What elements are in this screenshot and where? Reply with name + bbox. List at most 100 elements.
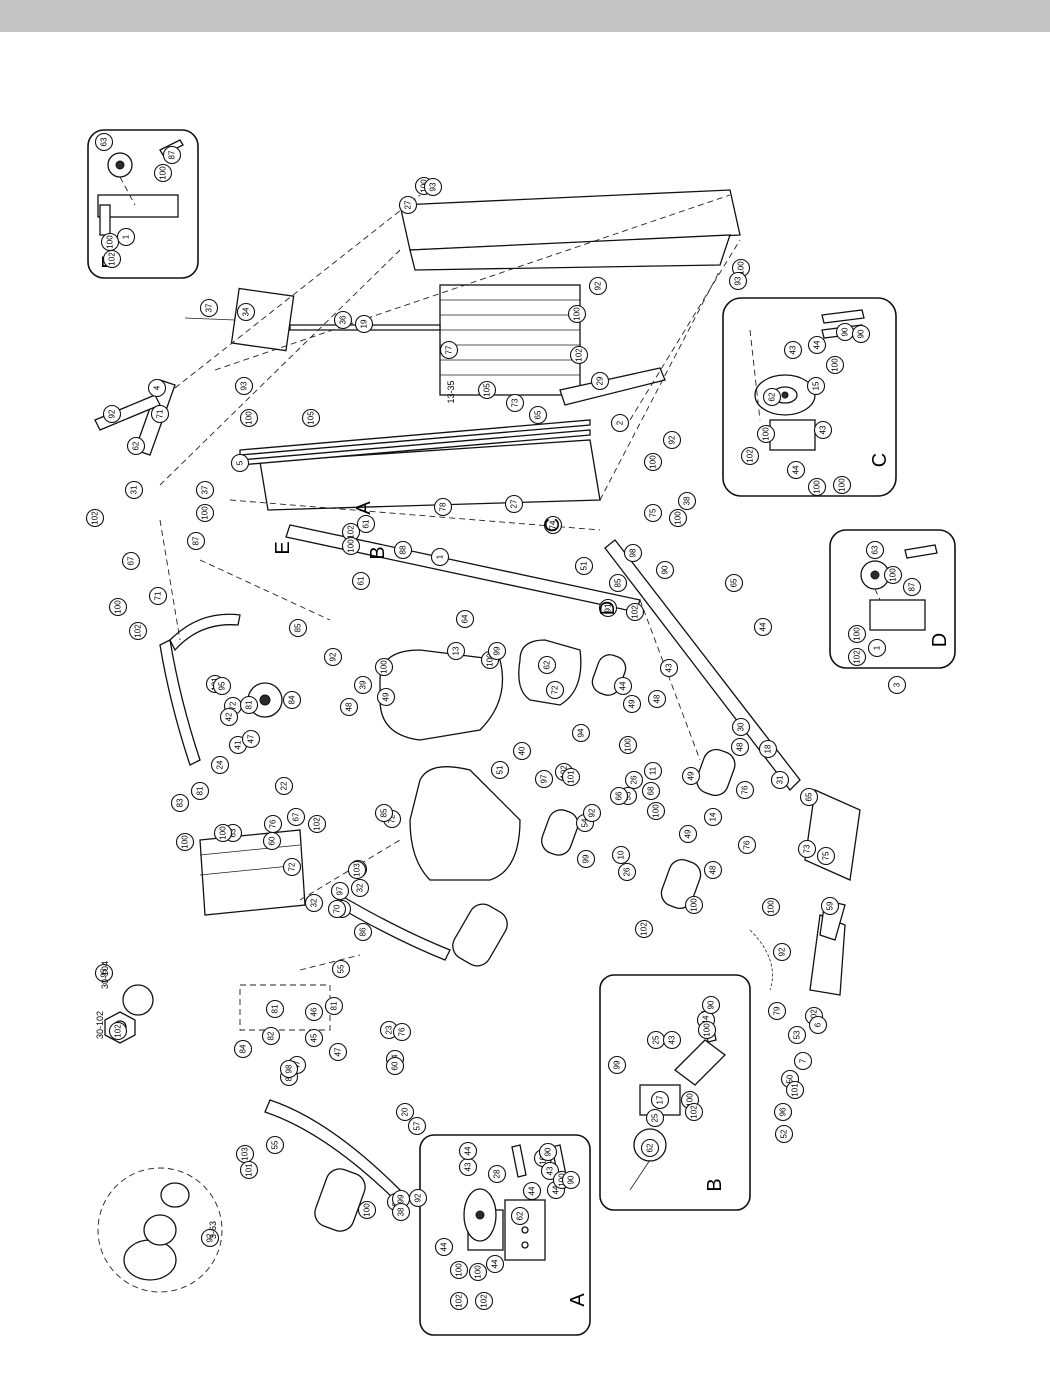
- callout-100: 100: [175, 832, 195, 852]
- callout-53: 53: [787, 1025, 807, 1045]
- svg-text:63: 63: [229, 828, 238, 837]
- svg-text:92: 92: [668, 435, 677, 444]
- svg-text:39: 39: [359, 680, 368, 689]
- svg-text:96: 96: [779, 1107, 788, 1116]
- svg-text:59: 59: [826, 901, 835, 910]
- callout-94: 94: [571, 723, 591, 743]
- callout-38: 38: [677, 491, 697, 511]
- svg-text:101: 101: [567, 770, 576, 784]
- svg-text:98: 98: [285, 1064, 294, 1073]
- svg-text:42: 42: [225, 712, 234, 721]
- svg-text:31: 31: [776, 775, 785, 784]
- svg-text:4: 4: [153, 385, 162, 390]
- callout-18: 18: [758, 739, 778, 759]
- callout-82: 82: [261, 1026, 281, 1046]
- marker-d: D: [597, 601, 619, 615]
- label-30-102: 30-102: [95, 1011, 105, 1039]
- callout-61: 61: [356, 514, 376, 534]
- callout-81: 81: [265, 999, 285, 1019]
- detail-c-callout-44: 44: [786, 460, 806, 480]
- svg-text:102: 102: [640, 922, 649, 936]
- callout-102: 102: [85, 508, 105, 528]
- svg-text:102: 102: [746, 449, 755, 463]
- callout-85: 85: [608, 573, 628, 593]
- svg-text:40: 40: [518, 746, 527, 755]
- callout-60: 60: [262, 831, 282, 851]
- svg-text:11: 11: [649, 766, 658, 775]
- svg-text:50: 50: [786, 1074, 795, 1083]
- svg-text:32: 32: [310, 898, 319, 907]
- detail-a-callout-90: 90: [561, 1170, 581, 1190]
- svg-text:92: 92: [778, 947, 787, 956]
- callout-100: 100: [646, 801, 666, 821]
- svg-text:102: 102: [810, 1009, 819, 1023]
- callout-102: 102: [128, 621, 148, 641]
- svg-text:43: 43: [789, 345, 798, 354]
- svg-text:32: 32: [356, 883, 365, 892]
- detail-b-callout-62: 62: [640, 1138, 660, 1158]
- callout-51: 51: [490, 760, 510, 780]
- detail-b-callout-25: 25: [646, 1030, 666, 1050]
- svg-text:65: 65: [534, 410, 543, 419]
- svg-text:45: 45: [310, 1033, 319, 1042]
- svg-text:100: 100: [889, 568, 898, 582]
- svg-text:100: 100: [245, 411, 254, 425]
- marker-e: E: [272, 541, 294, 554]
- svg-text:100: 100: [831, 358, 840, 372]
- svg-text:2: 2: [616, 420, 625, 425]
- svg-text:100: 100: [106, 235, 115, 249]
- svg-text:90: 90: [857, 329, 866, 338]
- callout-66: 66: [609, 786, 629, 806]
- detail-d-callout-100: 100: [847, 624, 867, 644]
- callout-10: 10: [611, 845, 631, 865]
- svg-text:85: 85: [614, 578, 623, 587]
- callout-31: 31: [124, 480, 144, 500]
- callout-30: 30: [731, 717, 751, 737]
- svg-text:44: 44: [440, 1242, 449, 1251]
- callout-11: 11: [643, 761, 663, 781]
- callout-73: 73: [797, 839, 817, 859]
- callout-43: 43: [659, 658, 679, 678]
- svg-text:102: 102: [134, 624, 143, 638]
- marker-b: B: [367, 546, 389, 559]
- svg-text:26: 26: [623, 867, 632, 876]
- callout-26: 26: [617, 862, 637, 882]
- callout-62: 62: [126, 436, 146, 456]
- callout-100: 100: [195, 503, 215, 523]
- detail-b-callout-90: 90: [701, 995, 721, 1015]
- callout-7: 7: [793, 1051, 813, 1071]
- callout-5: 5: [230, 453, 250, 473]
- svg-text:102: 102: [347, 525, 356, 539]
- svg-text:46: 46: [310, 1007, 319, 1016]
- svg-text:43: 43: [546, 1166, 555, 1175]
- svg-text:37: 37: [201, 485, 210, 494]
- callout-103: 103: [235, 1144, 255, 1164]
- detail-b-callout-102: 102: [684, 1102, 704, 1122]
- svg-text:76: 76: [743, 840, 752, 849]
- svg-text:82: 82: [267, 1031, 276, 1040]
- svg-text:38: 38: [397, 1207, 406, 1216]
- svg-text:100: 100: [573, 307, 582, 321]
- svg-text:73: 73: [803, 844, 812, 853]
- svg-text:18: 18: [764, 744, 773, 753]
- svg-text:73: 73: [511, 398, 520, 407]
- detail-d-callout-100: 100: [883, 565, 903, 585]
- svg-text:62: 62: [132, 441, 141, 450]
- callout-100: 100: [618, 735, 638, 755]
- callout-98: 98: [279, 1059, 299, 1079]
- callout-92: 92: [408, 1188, 428, 1208]
- callout-47: 47: [241, 729, 261, 749]
- callout-36: 36: [333, 310, 353, 330]
- callout-20: 20: [395, 1102, 415, 1122]
- callout-71: 71: [150, 404, 170, 424]
- callout-27: 27: [504, 494, 524, 514]
- detail-a-callout-90: 90: [538, 1142, 558, 1162]
- callout-4: 4: [147, 378, 167, 398]
- svg-text:52: 52: [780, 1129, 789, 1138]
- svg-text:49: 49: [382, 692, 391, 701]
- svg-text:65: 65: [730, 578, 739, 587]
- callout-93: 93: [728, 271, 748, 291]
- svg-text:76: 76: [398, 1027, 407, 1036]
- svg-text:97: 97: [336, 886, 345, 895]
- svg-text:51: 51: [580, 561, 589, 570]
